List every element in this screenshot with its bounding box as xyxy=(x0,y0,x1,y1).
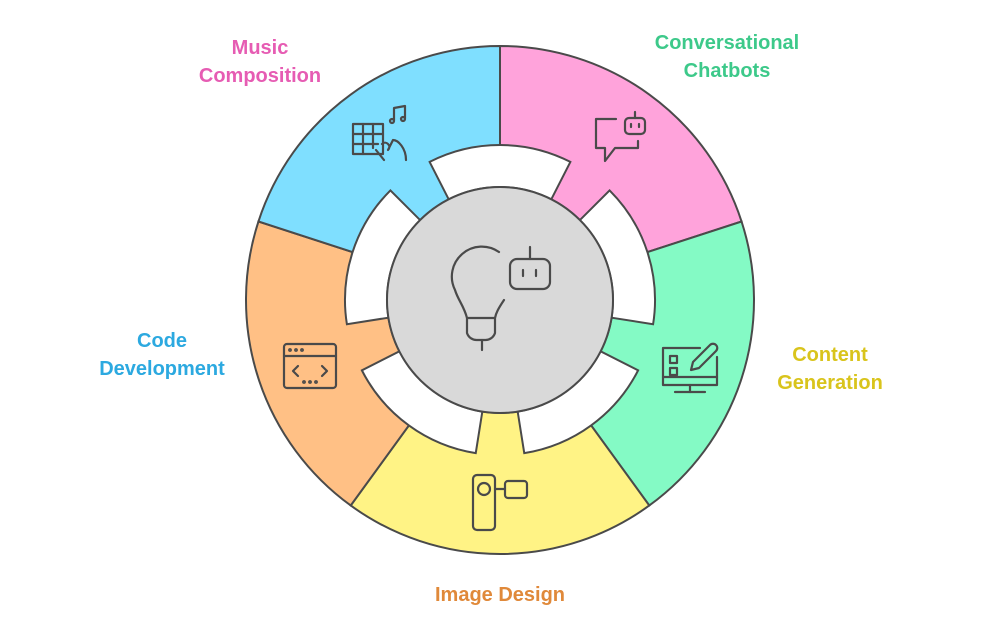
label-line: Generation xyxy=(777,372,883,394)
monitor-pencil-icon xyxy=(661,342,719,394)
label-line: Development xyxy=(99,358,225,380)
label-content: Content Generation xyxy=(777,341,883,397)
label-line: Music xyxy=(231,37,289,59)
center-circle xyxy=(386,186,614,414)
chat-bubble-robot-icon xyxy=(594,110,647,163)
label-line: Content xyxy=(792,344,868,366)
label-code: Code Development xyxy=(99,327,225,383)
label-image: Image Design xyxy=(435,581,565,609)
label-line: Chatbots xyxy=(683,60,771,82)
label-chatbots: Conversational Chatbots xyxy=(655,29,799,85)
label-line: Code xyxy=(137,330,187,352)
label-music: Music Composition xyxy=(199,34,321,90)
video-camera-icon xyxy=(471,473,529,532)
label-line: Conversational xyxy=(654,32,800,54)
code-window-icon xyxy=(282,342,338,390)
label-line: Image Design xyxy=(434,584,566,606)
lightbulb-robot-icon xyxy=(450,245,552,352)
label-line: Composition xyxy=(198,65,322,87)
music-grid-hand-icon xyxy=(351,104,408,162)
